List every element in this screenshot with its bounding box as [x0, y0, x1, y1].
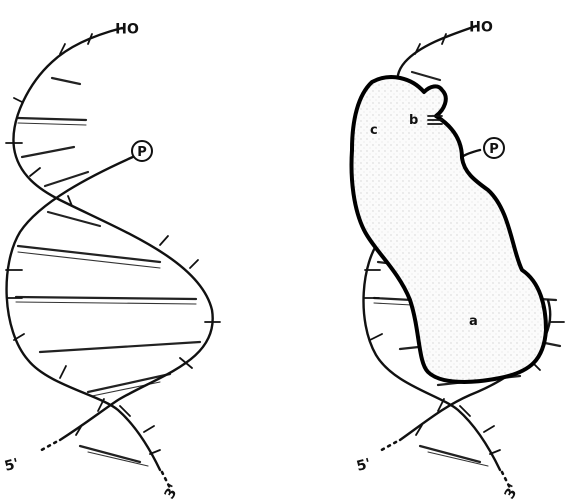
- right-helix-panel: P OH 5' 3' a b c: [352, 17, 565, 502]
- right-oh-label: OH: [469, 17, 493, 33]
- left-strand-p: [7, 156, 160, 470]
- region-b-label: b: [409, 113, 418, 128]
- left-5prime-label: 5': [3, 456, 21, 475]
- base-pair: [18, 123, 86, 125]
- right-3prime-label: 3': [502, 482, 523, 502]
- left-phosphate-label: P: [137, 145, 147, 160]
- left-strand-oh: [13, 28, 212, 440]
- region-a-label: a: [469, 314, 478, 329]
- left-helix-panel: P OH 5' 3': [3, 19, 220, 502]
- right-5prime-dots: [378, 442, 396, 452]
- right-phosphate: P: [484, 138, 504, 158]
- left-phosphate: P: [132, 141, 152, 161]
- left-oh-label: OH: [115, 19, 139, 35]
- base-pair: [80, 446, 140, 462]
- base-pair: [412, 72, 440, 80]
- right-strand-p: [462, 150, 480, 157]
- region-c-label: c: [370, 123, 378, 138]
- base-pair: [52, 78, 80, 84]
- base-pair: [16, 302, 196, 304]
- base-pair: [48, 212, 100, 226]
- enzyme-shape: [352, 77, 547, 382]
- base-pair: [40, 342, 200, 352]
- right-5prime-label: 5': [355, 456, 373, 475]
- base-pair: [420, 446, 480, 462]
- left-ticks: [6, 34, 220, 454]
- base-pair: [22, 147, 74, 157]
- base-pair: [18, 118, 86, 120]
- base-pair: [88, 452, 148, 466]
- base-pair: [45, 172, 88, 186]
- left-5prime-dots: [38, 442, 56, 452]
- base-pair: [16, 297, 196, 299]
- right-phosphate-label: P: [489, 142, 499, 157]
- base-pair: [428, 452, 488, 466]
- left-3prime-label: 3': [162, 482, 183, 502]
- base-pair: [374, 303, 412, 305]
